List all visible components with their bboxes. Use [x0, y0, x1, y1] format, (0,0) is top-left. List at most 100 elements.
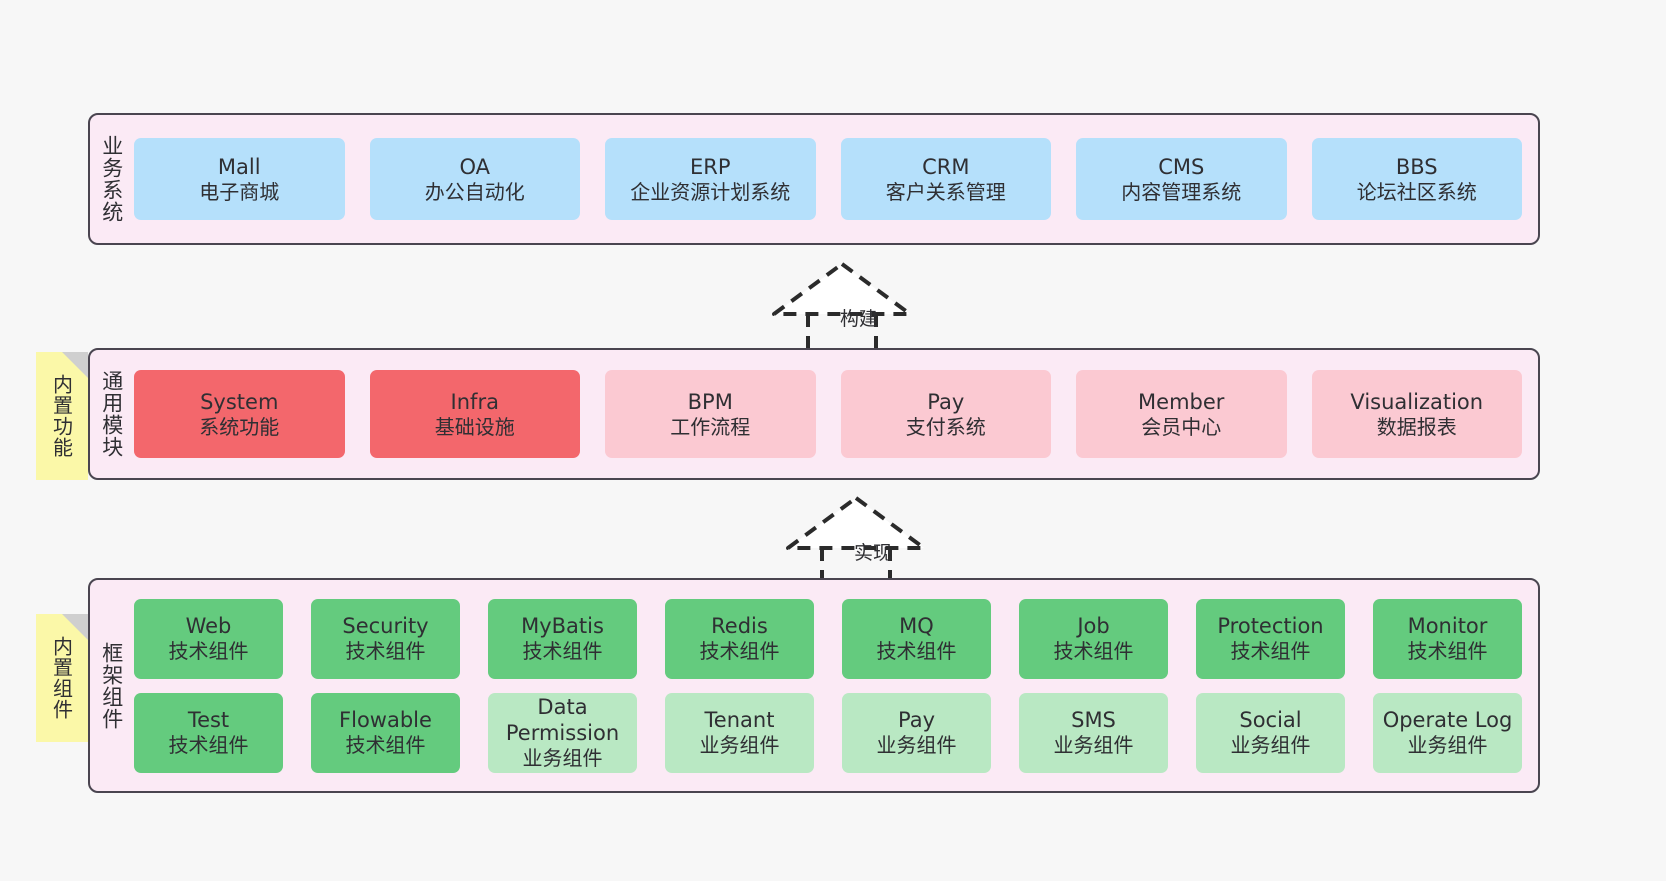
node-subtitle: 论坛社区系统	[1356, 179, 1477, 204]
node-mall[interactable]: Mall 电子商城	[134, 138, 345, 220]
node-social[interactable]: Social 业务组件	[1196, 692, 1345, 773]
node-subtitle: 技术组件	[168, 733, 249, 758]
node-bbs[interactable]: BBS 论坛社区系统	[1311, 138, 1522, 220]
node-title: Flowable	[339, 708, 432, 733]
node-row: System 系统功能 Infra 基础设施 BPM 工作流程 Pay 支付系统…	[134, 370, 1522, 458]
node-subtitle: 业务组件	[876, 733, 957, 758]
sticky-fold-icon	[62, 614, 88, 640]
node-title: Pay	[927, 389, 965, 414]
node-title: Social	[1239, 708, 1302, 733]
node-subtitle: 内容管理系统	[1121, 179, 1242, 204]
node-subtitle: 会员中心	[1141, 414, 1222, 439]
node-title: System	[200, 389, 279, 414]
node-subtitle: 技术组件	[1053, 639, 1134, 664]
node-title: Job	[1077, 614, 1110, 639]
connector-implement: 实现	[776, 492, 936, 592]
node-subtitle: 业务组件	[1053, 733, 1134, 758]
section-body-framework-component: Web 技术组件 Security 技术组件 MyBatis 技术组件 Redi…	[132, 580, 1538, 791]
node-title: Test	[187, 708, 230, 733]
node-subtitle: 技术组件	[522, 639, 603, 664]
node-title: Mall	[217, 154, 261, 179]
node-title: Visualization	[1350, 389, 1484, 414]
node-title: OA	[459, 154, 491, 179]
node-title: MyBatis	[521, 614, 604, 639]
node-subtitle: 业务组件	[522, 746, 603, 771]
node-subtitle: 技术组件	[876, 639, 957, 664]
node-web[interactable]: Web 技术组件	[134, 598, 283, 679]
node-pay-component[interactable]: Pay 业务组件	[842, 692, 991, 773]
node-subtitle: 业务组件	[1407, 733, 1488, 758]
section-panel-business-system: 业务系统 Mall 电子商城 OA 办公自动化 ERP 企业资源计划系统 CRM…	[88, 113, 1540, 245]
connector-build: 构建	[762, 258, 922, 358]
node-sms[interactable]: SMS 业务组件	[1019, 692, 1168, 773]
node-redis[interactable]: Redis 技术组件	[665, 598, 814, 679]
node-title: ERP	[689, 154, 731, 179]
node-subtitle: 业务组件	[699, 733, 780, 758]
node-subtitle: 电子商城	[199, 179, 280, 204]
node-pay-module[interactable]: Pay 支付系统	[840, 370, 1051, 458]
section-label-framework-component: 框架组件	[99, 641, 124, 730]
node-subtitle: 企业资源计划系统	[630, 179, 791, 204]
node-operate-log[interactable]: Operate Log 业务组件	[1373, 692, 1522, 773]
node-row: Web 技术组件 Security 技术组件 MyBatis 技术组件 Redi…	[134, 598, 1522, 679]
node-subtitle: 技术组件	[699, 639, 780, 664]
node-title: SMS	[1071, 708, 1116, 733]
section-label-business-system: 业务系统	[99, 135, 124, 223]
node-title: BPM	[687, 389, 733, 414]
node-system[interactable]: System 系统功能	[134, 370, 345, 458]
node-erp[interactable]: ERP 企业资源计划系统	[605, 138, 816, 220]
node-cms[interactable]: CMS 内容管理系统	[1076, 138, 1287, 220]
node-subtitle: 系统功能	[199, 414, 280, 439]
node-mq[interactable]: MQ 技术组件	[842, 598, 991, 679]
node-subtitle: 客户关系管理	[885, 179, 1006, 204]
node-title: Protection	[1217, 614, 1324, 639]
node-visualization[interactable]: Visualization 数据报表	[1311, 370, 1522, 458]
node-row: Test 技术组件 Flowable 技术组件 Data Permission …	[134, 692, 1522, 773]
node-subtitle: 技术组件	[168, 639, 249, 664]
node-crm[interactable]: CRM 客户关系管理	[840, 138, 1051, 220]
node-title: CMS	[1158, 154, 1205, 179]
node-test[interactable]: Test 技术组件	[134, 692, 283, 773]
node-infra[interactable]: Infra 基础设施	[369, 370, 580, 458]
connector-build-label: 构建	[840, 308, 879, 330]
node-bpm[interactable]: BPM 工作流程	[605, 370, 816, 458]
node-subtitle: 办公自动化	[424, 179, 525, 204]
node-protection[interactable]: Protection 技术组件	[1196, 598, 1345, 679]
node-subtitle: 工作流程	[670, 414, 751, 439]
node-mybatis[interactable]: MyBatis 技术组件	[488, 598, 637, 679]
node-title: CRM	[922, 154, 970, 179]
sticky-note-builtin-function: 内置功能	[36, 352, 88, 480]
section-body-common-module: System 系统功能 Infra 基础设施 BPM 工作流程 Pay 支付系统…	[132, 350, 1538, 478]
node-monitor[interactable]: Monitor 技术组件	[1373, 598, 1522, 679]
node-title: MQ	[899, 614, 934, 639]
node-data-permission[interactable]: Data Permission 业务组件	[488, 692, 637, 773]
node-subtitle: 技术组件	[1407, 639, 1488, 664]
connector-implement-label: 实现	[854, 542, 893, 564]
sticky-note-builtin-component: 内置组件	[36, 614, 88, 742]
node-title: Data Permission	[505, 695, 620, 746]
node-subtitle: 业务组件	[1230, 733, 1311, 758]
node-subtitle: 技术组件	[1230, 639, 1311, 664]
sticky-fold-icon	[62, 352, 88, 378]
node-title: Tenant	[704, 708, 775, 733]
section-panel-common-module: 通用模块 System 系统功能 Infra 基础设施 BPM 工作流程 Pay…	[88, 348, 1540, 480]
section-body-business-system: Mall 电子商城 OA 办公自动化 ERP 企业资源计划系统 CRM 客户关系…	[132, 115, 1538, 243]
node-title: Pay	[897, 708, 936, 733]
sticky-note-label: 内置功能	[49, 374, 74, 458]
node-title: Member	[1138, 389, 1225, 414]
node-oa[interactable]: OA 办公自动化	[369, 138, 580, 220]
node-member[interactable]: Member 会员中心	[1076, 370, 1287, 458]
node-title: Security	[342, 614, 429, 639]
node-flowable[interactable]: Flowable 技术组件	[311, 692, 460, 773]
section-label-common-module: 通用模块	[99, 370, 124, 458]
sticky-note-label: 内置组件	[49, 636, 74, 720]
node-security[interactable]: Security 技术组件	[311, 598, 460, 679]
node-title: Monitor	[1407, 614, 1488, 639]
node-title: Operate Log	[1382, 708, 1513, 733]
node-job[interactable]: Job 技术组件	[1019, 598, 1168, 679]
node-tenant[interactable]: Tenant 业务组件	[665, 692, 814, 773]
node-subtitle: 支付系统	[905, 414, 986, 439]
node-subtitle: 数据报表	[1376, 414, 1457, 439]
node-subtitle: 技术组件	[345, 639, 426, 664]
